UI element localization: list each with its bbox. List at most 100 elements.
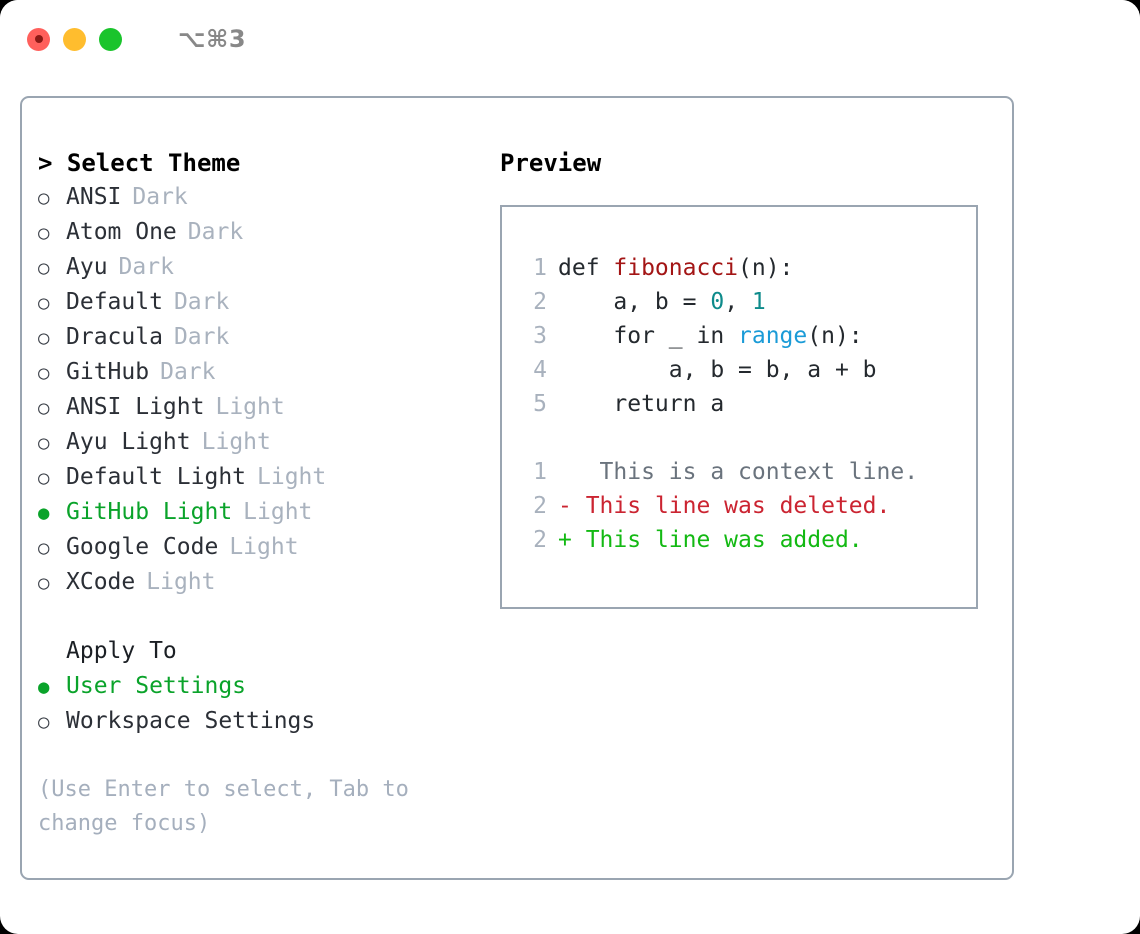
- theme-variant-badge: Dark: [118, 254, 174, 280]
- apply-to-option-list: ● User Settings ○Workspace Settings: [38, 669, 488, 739]
- code-diff-spacer: [502, 421, 976, 455]
- code-line-text: for _ in range(n):: [558, 319, 863, 353]
- theme-option-label: Default: [66, 289, 163, 315]
- theme-option-label: Ayu: [66, 254, 108, 280]
- line-number: 5: [533, 391, 547, 417]
- theme-variant-badge: Light: [229, 534, 299, 560]
- theme-option-github[interactable]: ○ GitHub Dark: [38, 355, 488, 390]
- code-token-plain: (n):: [738, 255, 794, 281]
- radio-selected-icon: ●: [38, 502, 50, 524]
- code-token-num: 1: [751, 289, 766, 315]
- theme-variant-badge: Dark: [132, 184, 188, 210]
- theme-variant-badge: Light: [201, 429, 271, 455]
- theme-option-ansi[interactable]: ○ ANSI Dark: [38, 180, 488, 215]
- theme-option-label: Google Code: [66, 534, 219, 560]
- radio-unselected-icon: ○: [38, 327, 50, 349]
- line-number: 1: [533, 459, 547, 485]
- diff-line-text: This line was added.: [571, 527, 863, 553]
- code-token-num: 0: [710, 289, 725, 315]
- diff-line-context: 1 This is a context line.: [502, 455, 976, 489]
- theme-option-ansi-light[interactable]: ○ ANSI Light Light: [38, 390, 488, 425]
- code-line-text: a, b = 0, 1: [558, 285, 766, 319]
- theme-option-label: Atom One: [66, 219, 177, 245]
- radio-unselected-icon: ○: [38, 187, 50, 209]
- code-line: 3 for _ in range(n):: [502, 319, 976, 353]
- zoom-light-icon[interactable]: [99, 27, 122, 51]
- title-bar: ⌥⌘3: [0, 0, 1140, 78]
- diff-sign: +: [558, 527, 572, 553]
- code-token-plain: (n):: [807, 323, 863, 349]
- code-line: 2 a, b = 0, 1: [502, 285, 976, 319]
- radio-selected-icon: ●: [38, 676, 50, 698]
- theme-option-label: Ayu Light: [66, 429, 191, 455]
- diff-line-text: This line was deleted.: [571, 493, 891, 519]
- line-number: 1: [533, 255, 547, 281]
- section-spacer: [38, 600, 488, 634]
- code-line: 5 return a: [502, 387, 976, 421]
- radio-unselected-icon: ○: [38, 572, 50, 594]
- diff-sample: 1 This is a context line.2- This line wa…: [502, 455, 976, 557]
- theme-option-default[interactable]: ○ Default Dark: [38, 285, 488, 320]
- theme-option-label: Dracula: [66, 324, 163, 350]
- apply-to-option-user-settings[interactable]: ● User Settings: [38, 669, 488, 704]
- apply-to-header-marker: ○: [38, 635, 66, 669]
- code-token-kw: return a: [558, 391, 725, 417]
- radio-unselected-icon: ○: [38, 222, 50, 244]
- radio-unselected-icon: ○: [38, 397, 50, 419]
- apply-to-header-row: ○ Apply To: [38, 634, 488, 669]
- theme-variant-badge: Dark: [173, 289, 230, 315]
- line-number: 3: [533, 323, 547, 349]
- keyboard-hint-text: (Use Enter to select, Tab to change focu…: [38, 777, 409, 836]
- theme-option-label: ANSI Light: [66, 394, 205, 420]
- code-token-plain: a, b = b, a + b: [558, 357, 877, 383]
- code-line: 4 a, b = b, a + b: [502, 353, 976, 387]
- code-token-call: range: [738, 323, 808, 349]
- theme-option-google-code[interactable]: ○ Google Code Light: [38, 530, 488, 565]
- theme-variant-badge: Dark: [173, 324, 230, 350]
- radio-unselected-icon: ○: [38, 292, 50, 314]
- diff-line-added: 2 + This line was added.: [502, 523, 976, 557]
- minimize-light-icon[interactable]: [63, 27, 86, 51]
- code-token-plain: ,: [724, 289, 752, 315]
- theme-option-label: GitHub: [66, 359, 150, 385]
- theme-option-label: GitHub Light: [66, 499, 233, 525]
- radio-unselected-icon: ○: [38, 537, 50, 559]
- radio-unselected-icon: ○: [38, 362, 50, 384]
- theme-option-atom-one[interactable]: ○ Atom One Dark: [38, 215, 488, 250]
- code-token-plain: a, b =: [558, 289, 711, 315]
- diff-sign: [558, 455, 572, 489]
- theme-option-label: ANSI: [66, 184, 122, 210]
- theme-variant-badge: Dark: [160, 359, 216, 385]
- line-number: 2: [533, 289, 547, 315]
- preview-header: Preview: [500, 149, 602, 177]
- theme-variant-badge: Light: [215, 394, 285, 420]
- theme-option-dracula[interactable]: ○ Dracula Dark: [38, 320, 488, 355]
- theme-variant-badge: Dark: [187, 219, 244, 245]
- code-line-text: a, b = b, a + b: [558, 353, 877, 387]
- radio-unselected-icon: ○: [38, 711, 50, 733]
- diff-line-text: This is a context line.: [571, 459, 919, 485]
- line-number: 2: [533, 493, 547, 519]
- apply-to-option-label: User Settings: [66, 673, 247, 699]
- code-token-fn: fibonacci: [613, 255, 739, 281]
- theme-variant-badge: Light: [257, 464, 327, 490]
- apply-to-option-workspace-settings[interactable]: ○Workspace Settings: [38, 704, 488, 739]
- keyboard-shortcut-label: ⌥⌘3: [178, 25, 247, 53]
- diff-line-deleted: 2- This line was deleted.: [502, 489, 976, 523]
- theme-variant-badge: Light: [243, 499, 313, 525]
- theme-option-label: Default Light: [66, 464, 247, 490]
- diff-sign: -: [558, 493, 572, 519]
- line-number: 2: [533, 527, 547, 553]
- close-light-icon[interactable]: [27, 27, 50, 51]
- code-line-text: def fibonacci(n):: [558, 251, 793, 285]
- window-controls: [27, 27, 122, 51]
- theme-option-github-light[interactable]: ● GitHub Light Light: [38, 495, 488, 530]
